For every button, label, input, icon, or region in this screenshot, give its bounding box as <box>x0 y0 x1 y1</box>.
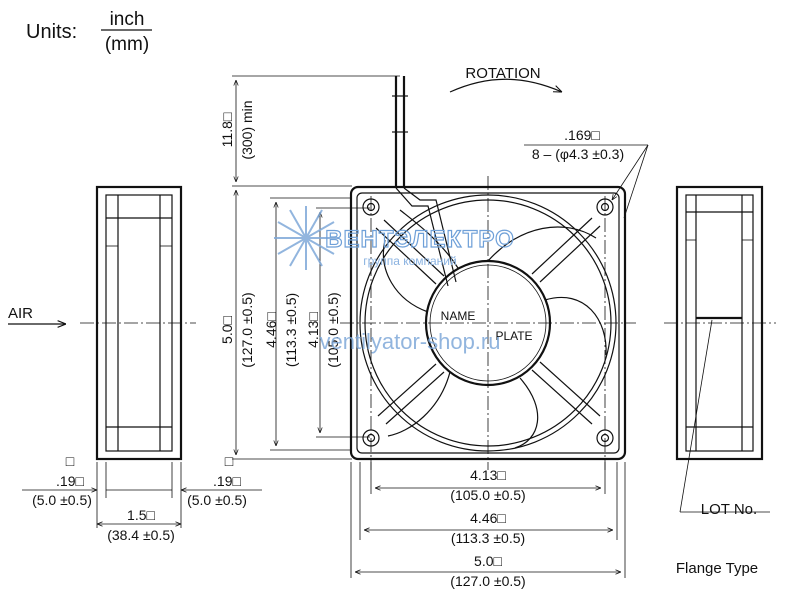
flange-type-label: Flange Type <box>676 560 758 577</box>
hole-spec-leader-1 <box>612 144 649 200</box>
lead-length-mm: (300) min <box>239 100 255 159</box>
hole-spec-leader-2 <box>623 144 649 219</box>
lead-length-inch: 11.8□ <box>219 112 235 147</box>
left-side-view <box>80 185 196 461</box>
lot-label: LOT No. <box>701 501 757 518</box>
units-denominator: (mm) <box>105 34 149 55</box>
nameplate-line1: NAME <box>441 309 476 323</box>
nameplate-line2: PLATE <box>495 329 532 343</box>
hole-spec-inch: .169□ <box>564 127 600 143</box>
watermark-tagline: группа компаний <box>363 254 456 268</box>
watermark-brand: ВЕНТЭЛЕКТРО <box>325 226 515 253</box>
rotation-label: ROTATION <box>465 65 540 82</box>
left-flange-inch: .19□ <box>56 473 84 489</box>
lot-leader-line <box>679 319 713 513</box>
watermark-logo-icon <box>274 206 338 270</box>
side-dimension-lines <box>22 462 262 528</box>
right-flange-mm: (5.0 ±0.5) <box>187 492 247 508</box>
depth-inch: 1.5□ <box>127 507 155 523</box>
fan-front-view <box>340 76 636 470</box>
hdim-inch-2: 5.0□ <box>474 553 502 569</box>
right-flange-mark: □ <box>225 453 234 469</box>
hdim-mm-1: (113.3 ±0.5) <box>451 530 525 546</box>
depth-mm: (38.4 ±0.5) <box>107 527 175 543</box>
hole-spec-mm: 8 – (φ4.3 ±0.3) <box>532 146 624 162</box>
vdim-inch-2: 4.13□ <box>305 312 321 348</box>
air-label: AIR <box>8 305 33 322</box>
vdim-mm-1: (113.3 ±0.5) <box>283 293 299 367</box>
vertical-dimension-lines <box>232 75 400 460</box>
hdim-inch-1: 4.46□ <box>470 510 506 526</box>
vdim-inch-0: 5.0□ <box>219 315 235 343</box>
watermark-site: ventilyator-shop.ru <box>320 329 501 354</box>
right-flange-inch: .19□ <box>213 473 241 489</box>
units-numerator: inch <box>110 9 145 30</box>
units-label: Units: <box>26 21 77 43</box>
hdim-inch-0: 4.13□ <box>470 467 506 483</box>
vdim-inch-1: 4.46□ <box>263 312 279 348</box>
hdim-mm-2: (127.0 ±0.5) <box>450 573 525 589</box>
vdim-mm-2: (105.0 ±0.5) <box>325 292 341 367</box>
horizontal-dimension-lines <box>350 462 626 578</box>
hdim-mm-0: (105.0 ±0.5) <box>450 487 525 503</box>
left-flange-mark: □ <box>66 453 75 469</box>
right-side-view <box>664 185 776 461</box>
left-flange-mm: (5.0 ±0.5) <box>32 492 92 508</box>
rotation-arrow <box>449 78 562 92</box>
vdim-mm-0: (127.0 ±0.5) <box>239 292 255 367</box>
